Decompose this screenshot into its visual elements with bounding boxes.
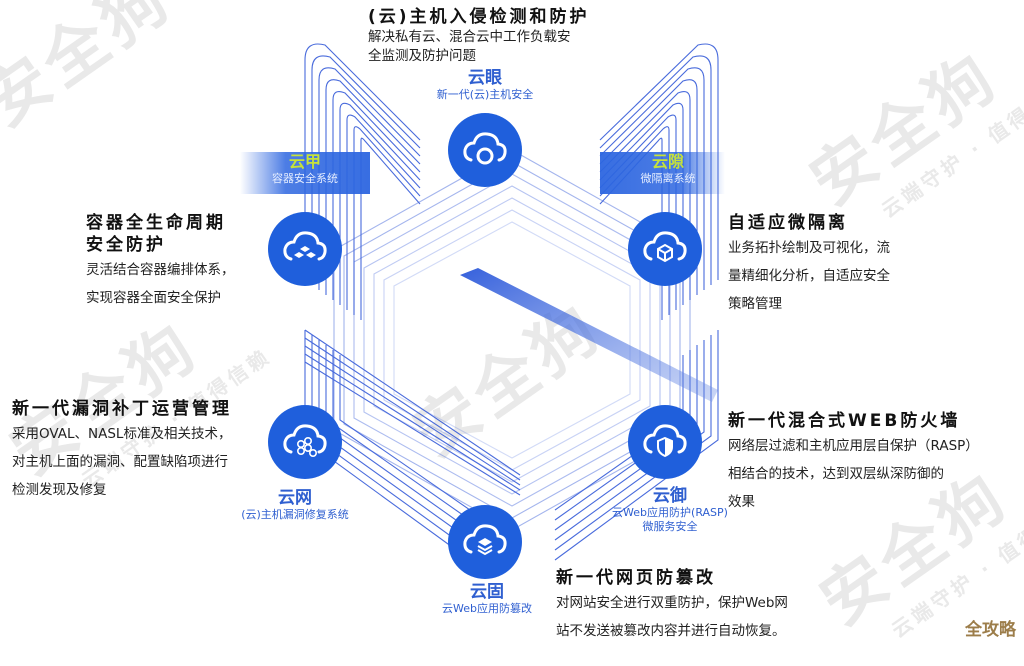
block-title: 新一代网页防篡改 — [556, 568, 716, 588]
node-subtitle: 微服务安全 — [642, 520, 698, 533]
node-name: 云网 — [278, 488, 312, 508]
cloud-hexagon-icon — [283, 424, 327, 457]
block-desc: 网络层过滤和主机应用层自保护（RASP） — [728, 438, 979, 454]
node-subtitle: (云)主机漏洞修复系统 — [241, 508, 349, 521]
block-desc: 灵活结合容器编排体系， — [86, 262, 235, 278]
block-title: 安全防护 — [86, 235, 166, 255]
block-desc: 对网站安全进行双重防护，保护Web网 — [556, 595, 788, 611]
node-yunjia — [268, 212, 342, 286]
label-yungu: 云固 云Web应用防篡改 — [412, 582, 562, 616]
hexagon-line-art — [240, 43, 725, 561]
block-desc: 实现容器全面安全保护 — [86, 290, 221, 306]
block-desc: 策略管理 — [728, 296, 782, 312]
node-name: 云甲 — [288, 152, 321, 171]
node-name: 云固 — [470, 582, 504, 602]
label-yunyan: 云眼 新一代(云)主机安全 — [410, 68, 560, 102]
label-yunjia: 云甲 容器安全系统 — [255, 152, 355, 196]
label-yunyu: 云御 云Web应用防护(RASP) 微服务安全 — [590, 486, 750, 534]
block-desc: 采用OVAL、NASL标准及相关技术， — [12, 426, 232, 442]
block-title: 容器全生命周期 — [86, 213, 226, 233]
block-desc: 相结合的技术，达到双层纵深防御的 — [728, 466, 944, 482]
block-desc: 检测发现及修复 — [12, 482, 107, 498]
label-yunxi: 云隙 微隔离系统 — [618, 152, 718, 196]
block-title: 新一代漏洞补丁运营管理 — [12, 399, 232, 419]
block-desc: 效果 — [728, 494, 755, 510]
block-desc: 对主机上面的漏洞、配置缺陷项进行 — [12, 454, 228, 470]
cloud-layers-icon — [463, 524, 507, 556]
block-desc: 站不发送被篡改内容并进行自动恢复。 — [556, 623, 786, 639]
node-subtitle: 微隔离系统 — [640, 172, 696, 185]
cloud-container-icon — [283, 231, 327, 261]
node-name: 云御 — [653, 486, 687, 506]
block-desc: 全监测及防护问题 — [368, 48, 476, 64]
block-anti-tamper: 新一代网页防篡改 对网站安全进行双重防护，保护Web网 站不发送被篡改内容并进行… — [556, 567, 836, 645]
block-title: 自适应微隔离 — [728, 213, 848, 233]
block-title: (云)主机入侵检测和防护 — [368, 7, 590, 27]
node-subtitle: 云Web应用防篡改 — [442, 602, 532, 615]
node-yunyu — [628, 405, 702, 479]
brand-logo: 全攻略 — [965, 620, 1016, 640]
node-subtitle: 云Web应用防护(RASP) — [612, 506, 728, 519]
node-subtitle: 容器安全系统 — [272, 172, 338, 185]
node-yunwang — [268, 405, 342, 479]
node-yungu — [448, 505, 522, 579]
node-name: 云隙 — [651, 152, 684, 171]
block-title: 新一代混合式WEB防火墙 — [728, 411, 961, 431]
node-yunxi — [628, 212, 702, 286]
block-web-firewall: 新一代混合式WEB防火墙 网络层过滤和主机应用层自保护（RASP） 相结合的技术… — [728, 410, 1018, 516]
node-subtitle: 新一代(云)主机安全 — [436, 88, 534, 101]
cloud-shield-icon — [643, 424, 687, 458]
label-yunwang: 云网 (云)主机漏洞修复系统 — [220, 488, 370, 522]
node-yunyan — [448, 113, 522, 187]
block-container: 容器全生命周期 安全防护 灵活结合容器编排体系， 实现容器全面安全保护 — [86, 212, 276, 312]
block-micro-isolation: 自适应微隔离 业务拓扑绘制及可视化，流 量精细化分析，自适应安全 策略管理 — [728, 212, 958, 318]
node-name: 云眼 — [468, 68, 502, 88]
block-host-intrusion: (云)主机入侵检测和防护 解决私有云、混合云中工作负载安 全监测及防护问题 — [368, 6, 648, 66]
block-patch-management: 新一代漏洞补丁运营管理 采用OVAL、NASL标准及相关技术， 对主机上面的漏洞… — [12, 398, 272, 504]
cloud-eye-icon — [463, 132, 507, 165]
cloud-cube-icon — [643, 231, 687, 263]
block-desc: 量精细化分析，自适应安全 — [728, 268, 890, 284]
block-desc: 解决私有云、混合云中工作负载安 — [368, 29, 571, 45]
block-desc: 业务拓扑绘制及可视化，流 — [728, 240, 890, 256]
